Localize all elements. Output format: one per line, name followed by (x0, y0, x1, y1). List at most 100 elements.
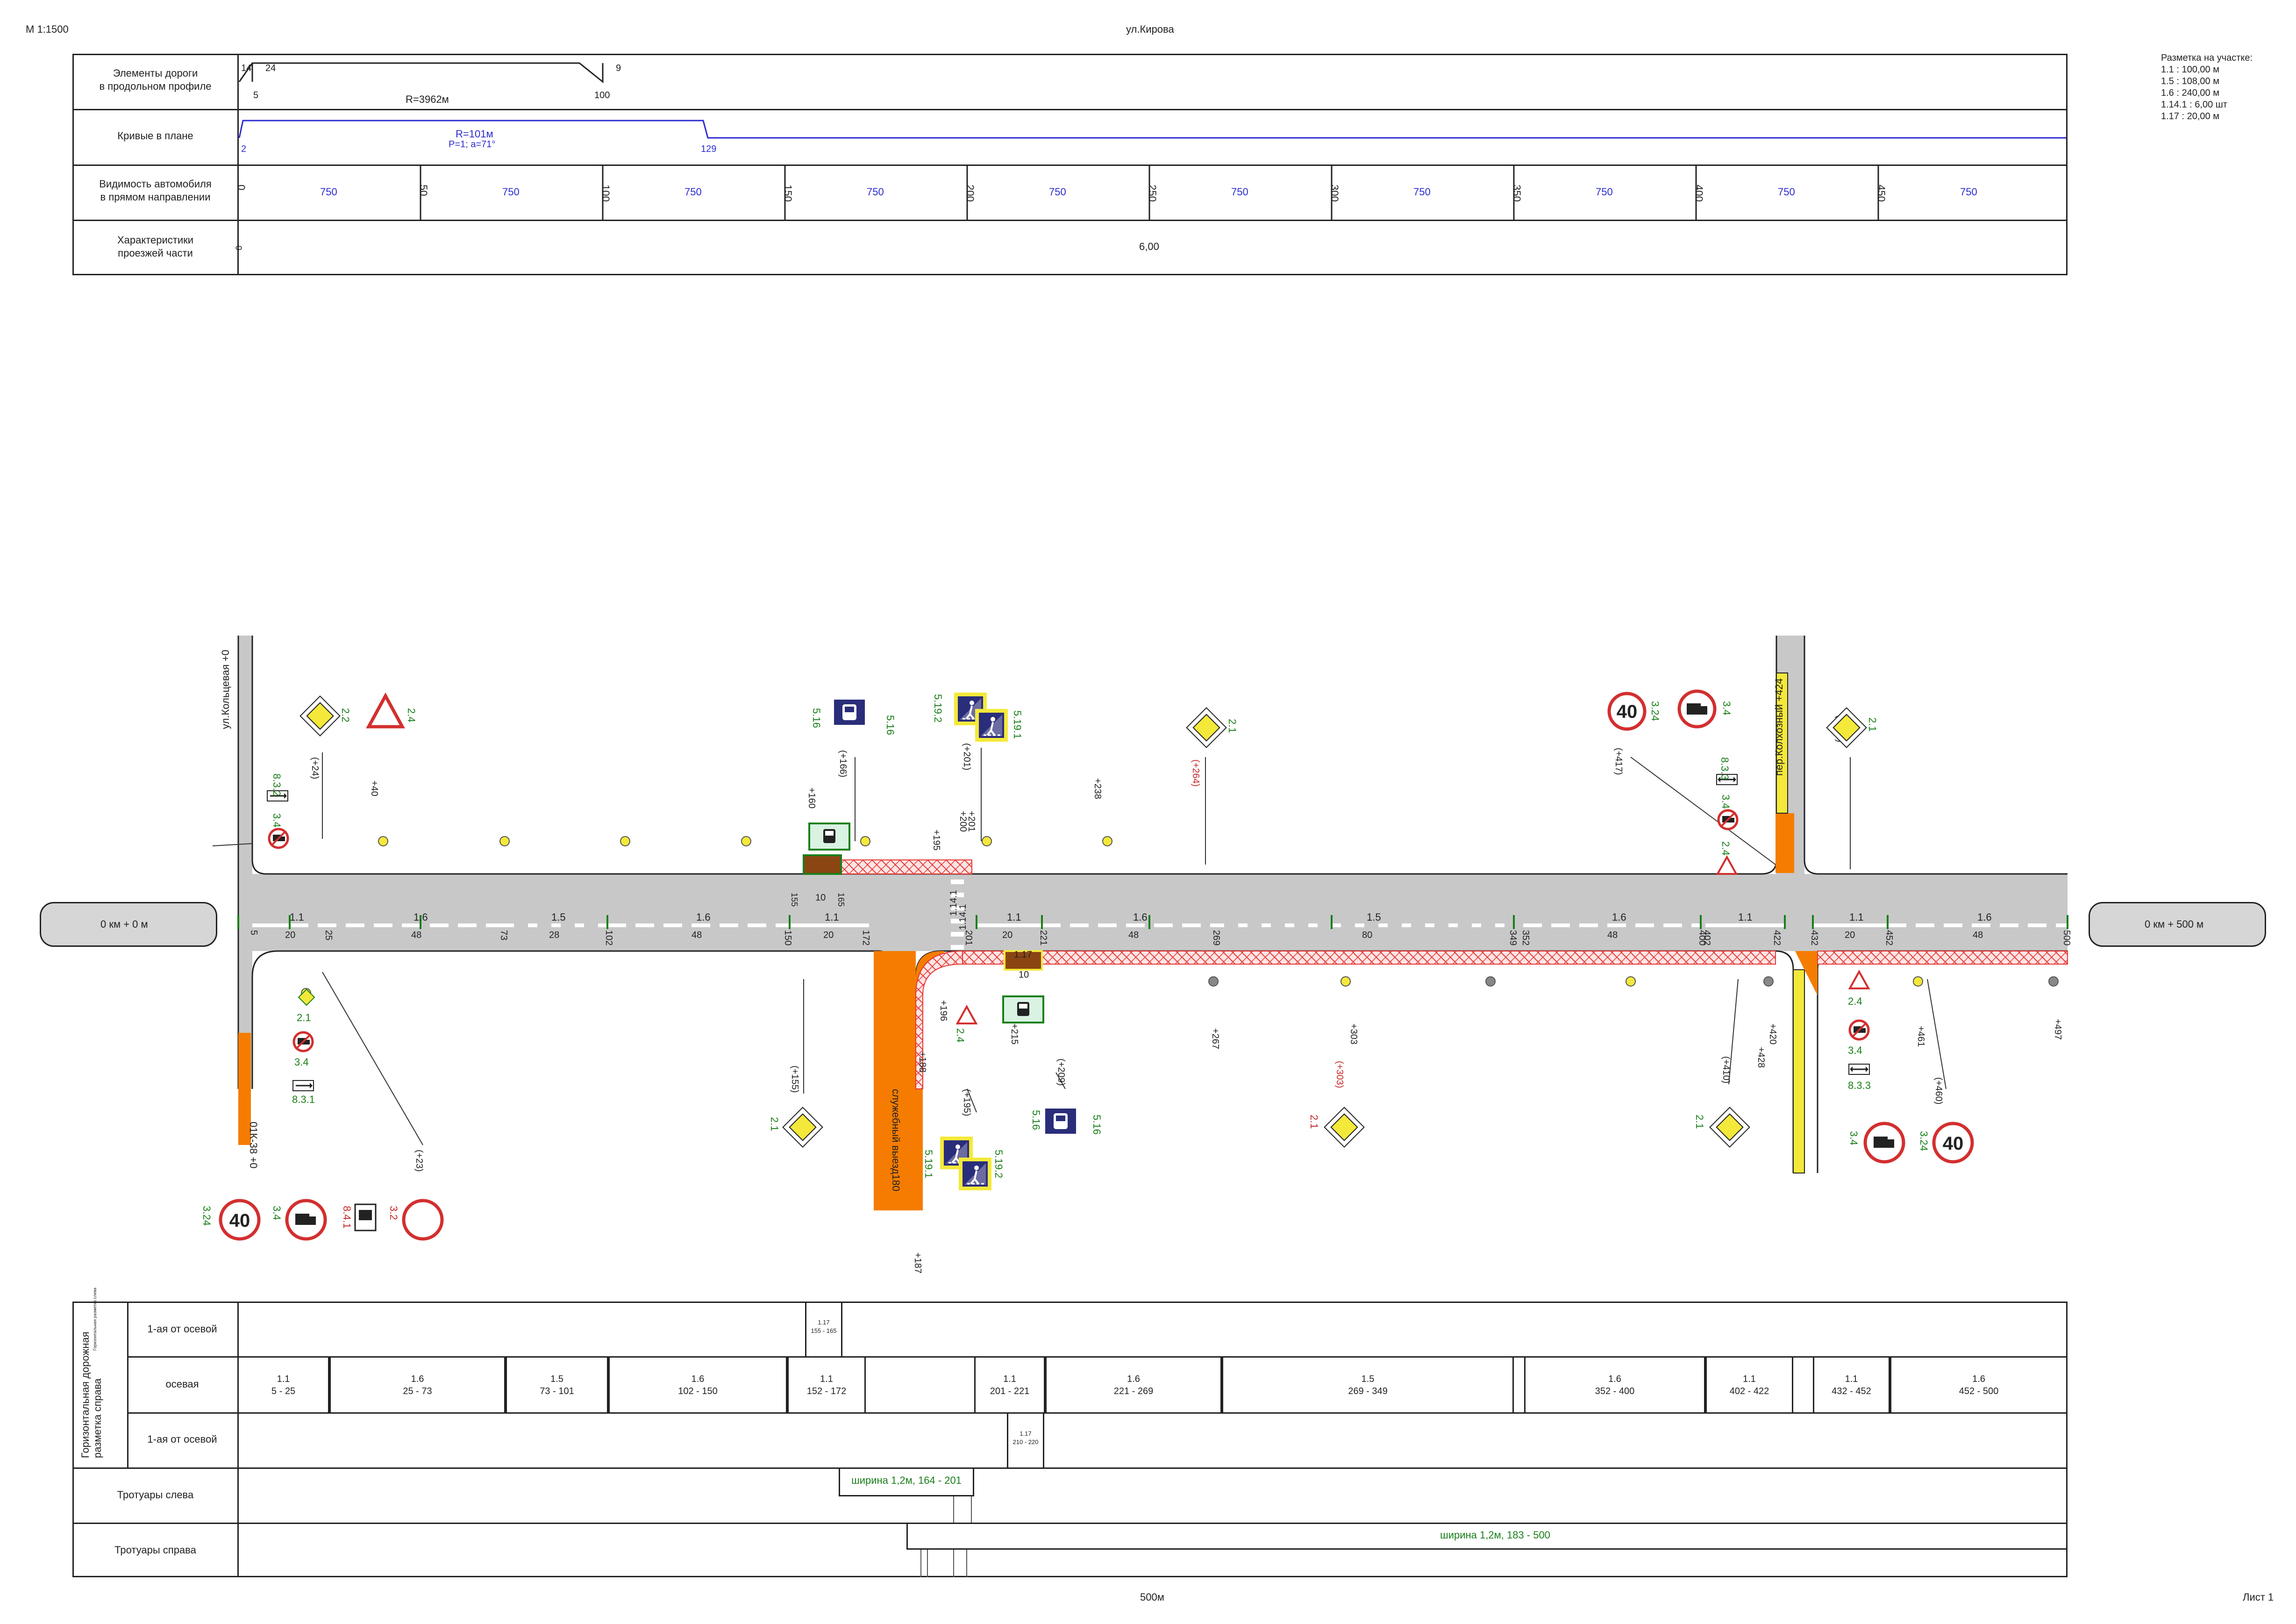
sidewalk-right-tick (920, 1550, 928, 1577)
sign-code: 2.4 (1720, 841, 1732, 856)
sign-code: 2.1 (769, 1117, 780, 1131)
axial-range: 352 - 400 (1595, 1386, 1635, 1396)
right-first-cell (1007, 1412, 1044, 1467)
carriageway-start: 0 (234, 245, 243, 250)
station-label: +40 (369, 780, 379, 796)
axial-code: 1.6 (1608, 1374, 1621, 1384)
axis-station-number: 20 (1002, 930, 1013, 940)
station-label: +238 (1092, 778, 1103, 800)
priority-road-sign-small-icon (298, 988, 315, 1006)
visibility-value: 750 (320, 186, 337, 198)
visibility-station: 150 (782, 185, 794, 202)
sign-code: 3.24 (1649, 701, 1661, 721)
station-label: +187 (913, 1252, 923, 1274)
axial-cell (237, 1356, 329, 1412)
station-label: (+460) (1933, 1077, 1944, 1105)
axis-station-number: 349 (1508, 930, 1518, 946)
axial-cell (506, 1356, 608, 1412)
summary-line: 1.1 : 100,00 м (2161, 64, 2219, 75)
sign-code: 2.1 (1694, 1115, 1705, 1129)
axis-station-number: 452 (1884, 930, 1894, 946)
summary-line: 1.14.1 : 6,00 шт (2161, 100, 2227, 110)
marking-code: 1.1 (1738, 911, 1753, 923)
sign-code: 3.24 (1918, 1131, 1930, 1151)
sign-code: 2.4 (955, 1028, 966, 1043)
station-label: (+303) (1334, 1061, 1345, 1088)
profile-graphic (238, 62, 2066, 220)
station-label: +195 (931, 830, 941, 851)
bus-stop-sign-icon (1045, 1109, 1076, 1134)
crosswalk-label: 1.14.1 (958, 904, 968, 930)
axial-range: 102 - 150 (678, 1386, 718, 1396)
axis-station-number: 102 (604, 930, 614, 946)
profile-mark: 24 (265, 63, 276, 73)
sign-code: 3.4 (1848, 1045, 1862, 1056)
right-street-name: пер.Колхозный +424 (1773, 678, 1785, 776)
station-label: +461 (1916, 1026, 1926, 1047)
visibility-station: 50 (418, 185, 429, 196)
km-marker-start-label: 0 км + 0 м (100, 918, 148, 930)
sign-code: 5.19.1 (1012, 710, 1023, 739)
truck-plate-icon (354, 1203, 377, 1231)
marking-code: 1.6 (696, 911, 711, 923)
station-label: (+195) (962, 1089, 972, 1116)
row-label-line: Видимость автомобиля (99, 178, 212, 190)
road-plan (212, 636, 2068, 1210)
busstop-label: 10 (815, 893, 826, 903)
sign-code: 3.4 (1721, 701, 1733, 715)
axis-station-number: 5 (249, 930, 259, 936)
km-marker-end-label: 0 км + 500 м (2145, 918, 2204, 930)
marking-code: 1.1 (825, 911, 839, 923)
sign-code: 5.19.2 (932, 694, 944, 723)
station-label: +420 (1768, 1023, 1778, 1045)
station-pin (620, 836, 630, 846)
sheet-number: Лист 1 (2243, 1591, 2274, 1603)
axis-station-number: 20 (1845, 930, 1855, 940)
station-pin (1763, 976, 1774, 987)
marking-code: 1.6 (1612, 911, 1626, 923)
axial-range: 73 - 101 (540, 1386, 574, 1396)
axial-range: 432 - 452 (1832, 1386, 1871, 1396)
sign-code: 2.4 (406, 708, 417, 723)
axis-station-number: 422 (1772, 930, 1782, 946)
busstop-label: 165 (836, 893, 846, 907)
sign-code: 3.24 (201, 1206, 213, 1226)
sign-code: 8.4.1 (341, 1206, 353, 1229)
priority-road-sign-icon (1324, 1107, 1365, 1148)
speed-limit-sign-icon: 40 (1932, 1122, 1974, 1164)
visibility-value: 750 (1596, 186, 1613, 198)
visibility-value: 750 (1413, 186, 1431, 198)
axial-code: 1.5 (1361, 1374, 1375, 1384)
no-trucks-sign-icon (1677, 689, 1717, 729)
sign-code: 2.1 (1226, 719, 1238, 733)
sign-code: 2.1 (297, 1012, 311, 1023)
marking-row-label: 1-ая от осевой (147, 1323, 217, 1335)
left-first-range: 155 - 165 (811, 1327, 837, 1334)
axial-code: 1.6 (1972, 1374, 1985, 1384)
left-first-cell (805, 1302, 842, 1356)
km-marker-end (2089, 902, 2266, 947)
marking-code: 1.1 (1849, 911, 1864, 923)
busstop-label: 10 (1019, 970, 1029, 980)
axial-cell (1890, 1356, 2068, 1412)
visibility-value: 750 (1778, 186, 1795, 198)
axial-range: 152 - 172 (806, 1386, 847, 1396)
curve-radius: R=101м (456, 128, 493, 140)
axis-station-number: 48 (411, 930, 422, 940)
axial-code: 1.6 (691, 1374, 705, 1384)
left-street-name: ул.Кольцевая +0 (220, 650, 231, 729)
marking-code: 1.6 (1133, 911, 1148, 923)
row-label-line: в продольном профиле (99, 80, 212, 92)
marking-code: 1.5 (551, 911, 566, 923)
profile-mark: 14 (241, 63, 252, 73)
curve-end: 129 (701, 144, 717, 154)
axial-cell (974, 1356, 1045, 1412)
marking-code: 1.5 (1367, 911, 1381, 923)
station-label: (+23) (414, 1150, 424, 1172)
sign-code: 3.4 (271, 813, 283, 828)
profile-row-label: Элементы дороги в продольном профиле (75, 67, 236, 93)
sidewalk-right-box (906, 1523, 2068, 1550)
marking-code: 1.6 (414, 911, 428, 923)
visibility-value: 750 (1231, 186, 1248, 198)
sign-code: 2.2 (340, 708, 351, 723)
